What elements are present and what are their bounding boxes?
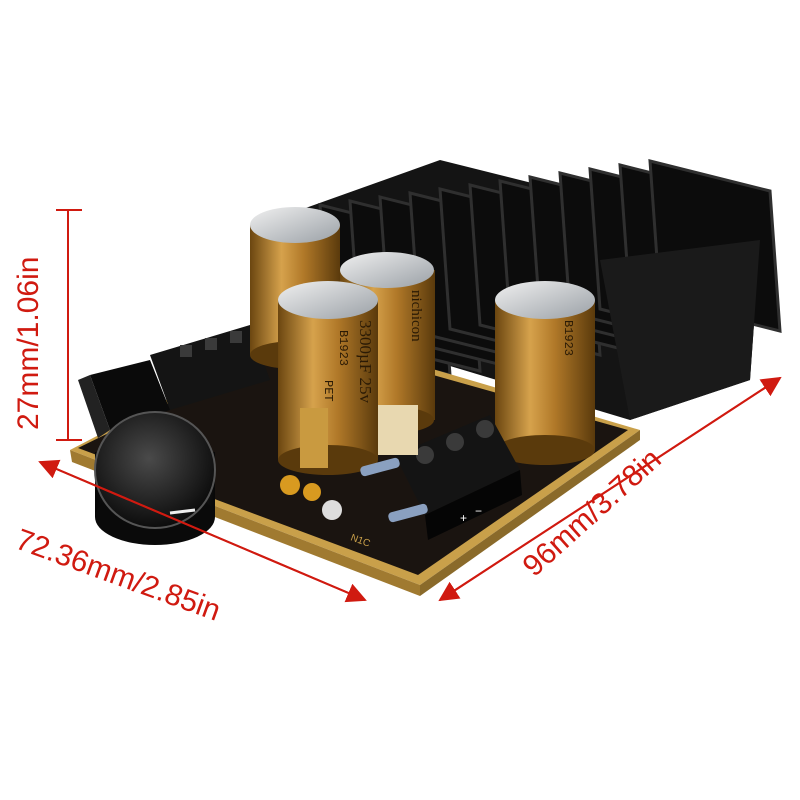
width-dimension (38, 459, 367, 603)
terminal-minus-label: − (475, 504, 482, 518)
capacitor-4: B1923 (495, 281, 595, 465)
capacitor-rating-text: 3300µF 25v (356, 320, 375, 403)
output-terminal-block: + − (395, 415, 522, 540)
capacitor-4-code-text: B1923 (561, 320, 575, 356)
capacitor-film-text: PET (321, 380, 335, 402)
capacitor-code-text: B1923 (336, 330, 350, 366)
volume-knob[interactable] (94, 411, 216, 545)
height-dimension-label: 27mm/1.06in (12, 256, 45, 430)
terminal-plus-label: + (460, 511, 467, 525)
length-dimension (438, 376, 782, 602)
input-terminal-block (150, 325, 270, 410)
capacitor-brand-text: nichicon (408, 290, 424, 342)
height-dimension (56, 209, 82, 441)
small-components: N1C (280, 405, 428, 550)
